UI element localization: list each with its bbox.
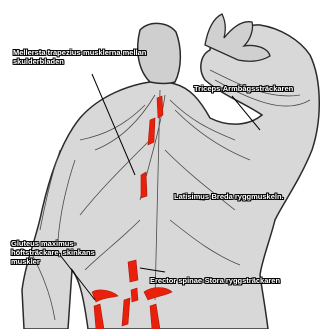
erector-highlight — [128, 260, 138, 282]
label-latissimus: Latisimus-Breda ryggmuskeln. — [174, 192, 284, 201]
label-triceps: Triceps-Armbågssträckaren — [194, 84, 293, 93]
label-gluteus: Gluteus maximus-höftsträckare, skinkans … — [11, 239, 119, 266]
label-erector: Erector spinae-Stora ryggsträckaren — [150, 276, 280, 285]
label-trapezius: Mellersta trapezius-musklerna mellan sku… — [13, 48, 185, 66]
trapezius-highlight — [141, 172, 147, 198]
erector-highlight — [131, 288, 138, 302]
trapezius-highlight — [157, 96, 163, 118]
